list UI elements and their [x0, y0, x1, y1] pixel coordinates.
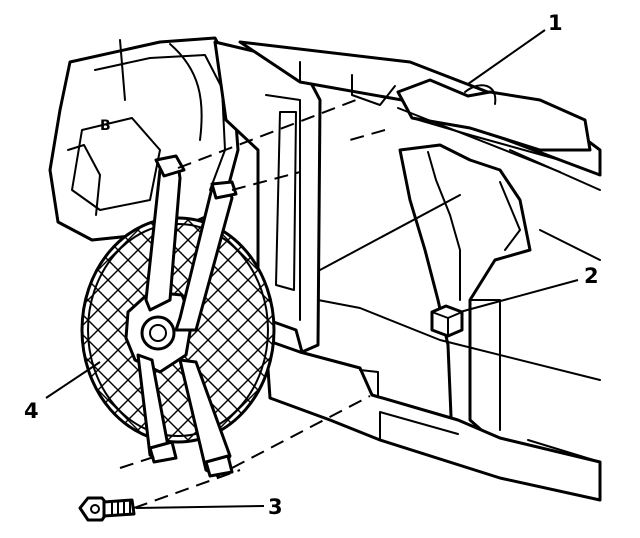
mesh-line — [97, 218, 274, 442]
mesh-line — [0, 190, 78, 470]
mesh-line — [137, 218, 274, 442]
mesh-line — [177, 218, 274, 442]
callout-leaders — [45, 29, 579, 509]
mesh-line — [82, 218, 219, 442]
mesh-line — [137, 218, 274, 442]
mesh-line — [177, 218, 274, 442]
mounting-bolt — [78, 496, 136, 522]
alignment-lines — [119, 99, 386, 509]
mesh-line — [0, 190, 58, 470]
mesh-line — [82, 218, 239, 442]
callout-2: 2 — [584, 264, 599, 288]
radiator-frame — [213, 40, 602, 502]
mesh-line — [82, 218, 179, 442]
mesh-line — [0, 190, 78, 470]
callout-3: 3 — [268, 495, 283, 519]
housing-embossed-letter: B — [100, 118, 111, 134]
mesh-line — [82, 218, 179, 442]
fan-hub — [140, 315, 176, 351]
callout-1: 1 — [548, 11, 563, 35]
mesh-line — [0, 190, 58, 470]
callout-4: 4 — [24, 399, 39, 423]
